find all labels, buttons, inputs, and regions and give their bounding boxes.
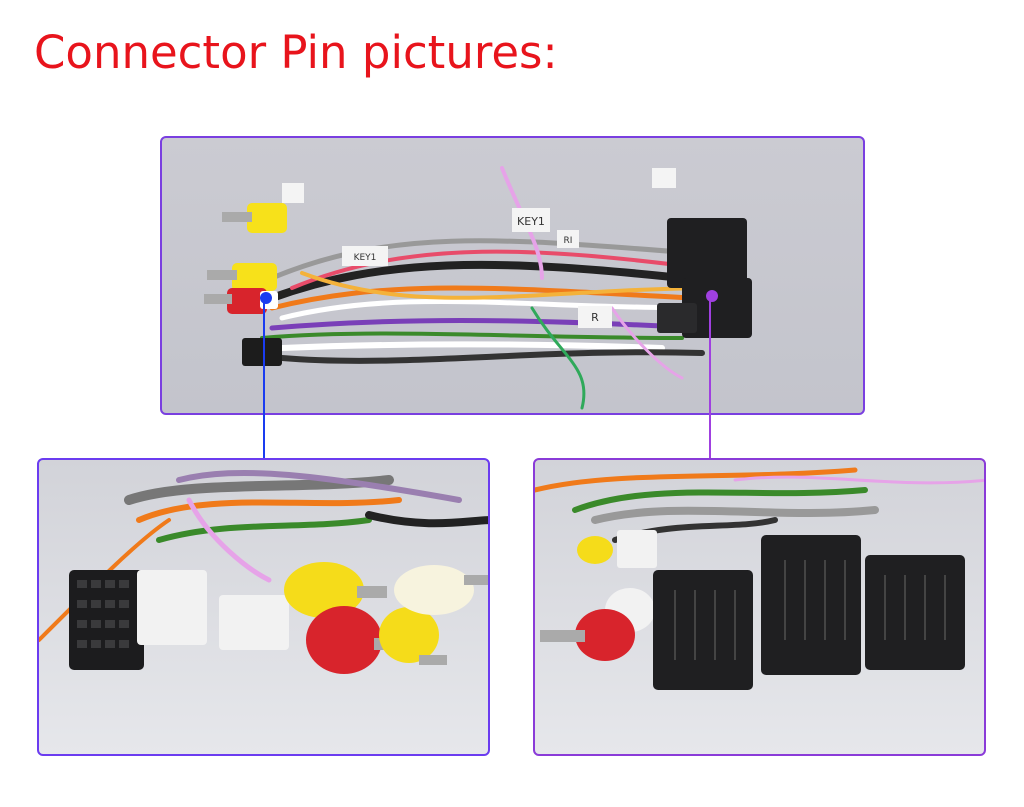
- callout-dot-right: [706, 290, 718, 302]
- left-connector-illustration: [39, 469, 488, 674]
- page-title: Connector Pin pictures:: [34, 26, 558, 79]
- harness-overview-photo: KEY1 KEY1 R RI: [160, 136, 865, 415]
- left-connector-detail-photo: [37, 458, 490, 756]
- harness-label-ri: RI: [564, 236, 573, 246]
- right-connector-illustration: [535, 467, 984, 690]
- harness-label-key1: KEY1: [517, 215, 545, 228]
- harness-label-r: R: [591, 311, 599, 324]
- callout-dot-left: [260, 292, 272, 304]
- right-connector-detail-photo: [533, 458, 986, 756]
- harness-overview-illustration: KEY1 KEY1 R RI: [204, 166, 752, 410]
- harness-label-key1-b: KEY1: [354, 253, 377, 263]
